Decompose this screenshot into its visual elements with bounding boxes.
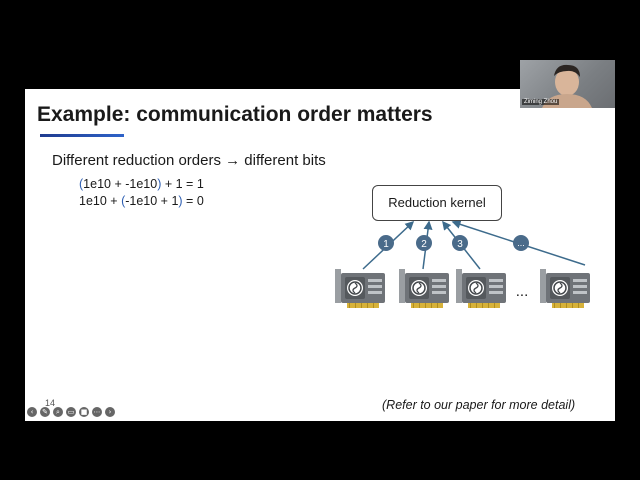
order-badge-3: 3 [452, 235, 468, 251]
presenter-toolbar: ‹ ✎ ⌕ ▭ ■ ⋯ › [27, 407, 115, 417]
order-badge-4: ... [513, 235, 529, 251]
equation-1-close-paren: ) [157, 177, 162, 191]
gpu-icon [539, 268, 591, 309]
order-badge-1-label: 1 [383, 239, 389, 250]
zoom-icon[interactable]: ⌕ [53, 407, 63, 417]
captions-icon[interactable]: ▭ [66, 407, 76, 417]
order-badge-4-label: ... [517, 238, 525, 248]
next-slide-icon[interactable]: › [105, 407, 115, 417]
webcam-name-label: Ziming Zhou [522, 99, 560, 105]
equation-1-open-paren: ( [79, 177, 84, 191]
slide: Example: communication order matters Dif… [25, 89, 615, 421]
pen-icon[interactable]: ✎ [40, 407, 50, 417]
reduction-diagram: 1 2 3 ... ... [334, 220, 591, 309]
more-options-icon[interactable]: ⋯ [92, 407, 102, 417]
equation-1: (1e10 + -1e10) + 1 = 1 [79, 177, 204, 191]
equation-2: 1e10 + (-1e10 + 1) = 0 [79, 194, 204, 208]
webcam-thumbnail: Ziming Zhou [520, 60, 615, 108]
gpu-icon [334, 268, 386, 309]
order-badge-2-label: 2 [421, 239, 427, 250]
equation-2-open-paren: ( [121, 194, 126, 208]
gpu-icon [398, 268, 450, 309]
title-underline [40, 134, 124, 137]
order-badge-2: 2 [416, 235, 432, 251]
equation-2-expr: -1e10 + 1 [125, 194, 179, 208]
footnote: (Refer to our paper for more detail) [382, 398, 576, 412]
equation-1-rest: + 1 = 1 [161, 177, 204, 191]
slide-subtitle: Different reduction orders → different b… [52, 152, 326, 169]
previous-slide-icon[interactable]: ‹ [27, 407, 37, 417]
gpu-ellipsis: ... [516, 283, 529, 300]
equation-2-close-paren: ) [178, 194, 183, 208]
camera-icon[interactable]: ■ [79, 407, 89, 417]
order-badge-1: 1 [378, 235, 394, 251]
slide-number: 14 [45, 398, 56, 408]
equation-2-prefix: 1e10 + [79, 194, 122, 208]
order-badge-3-label: 3 [457, 239, 463, 250]
equation-1-expr: 1e10 + -1e10 [83, 177, 158, 191]
gpu-icon [455, 268, 507, 309]
reduction-kernel-box: Reduction kernel [372, 185, 502, 221]
equation-2-rest: = 0 [182, 194, 204, 208]
slide-title: Example: communication order matters [37, 103, 433, 126]
